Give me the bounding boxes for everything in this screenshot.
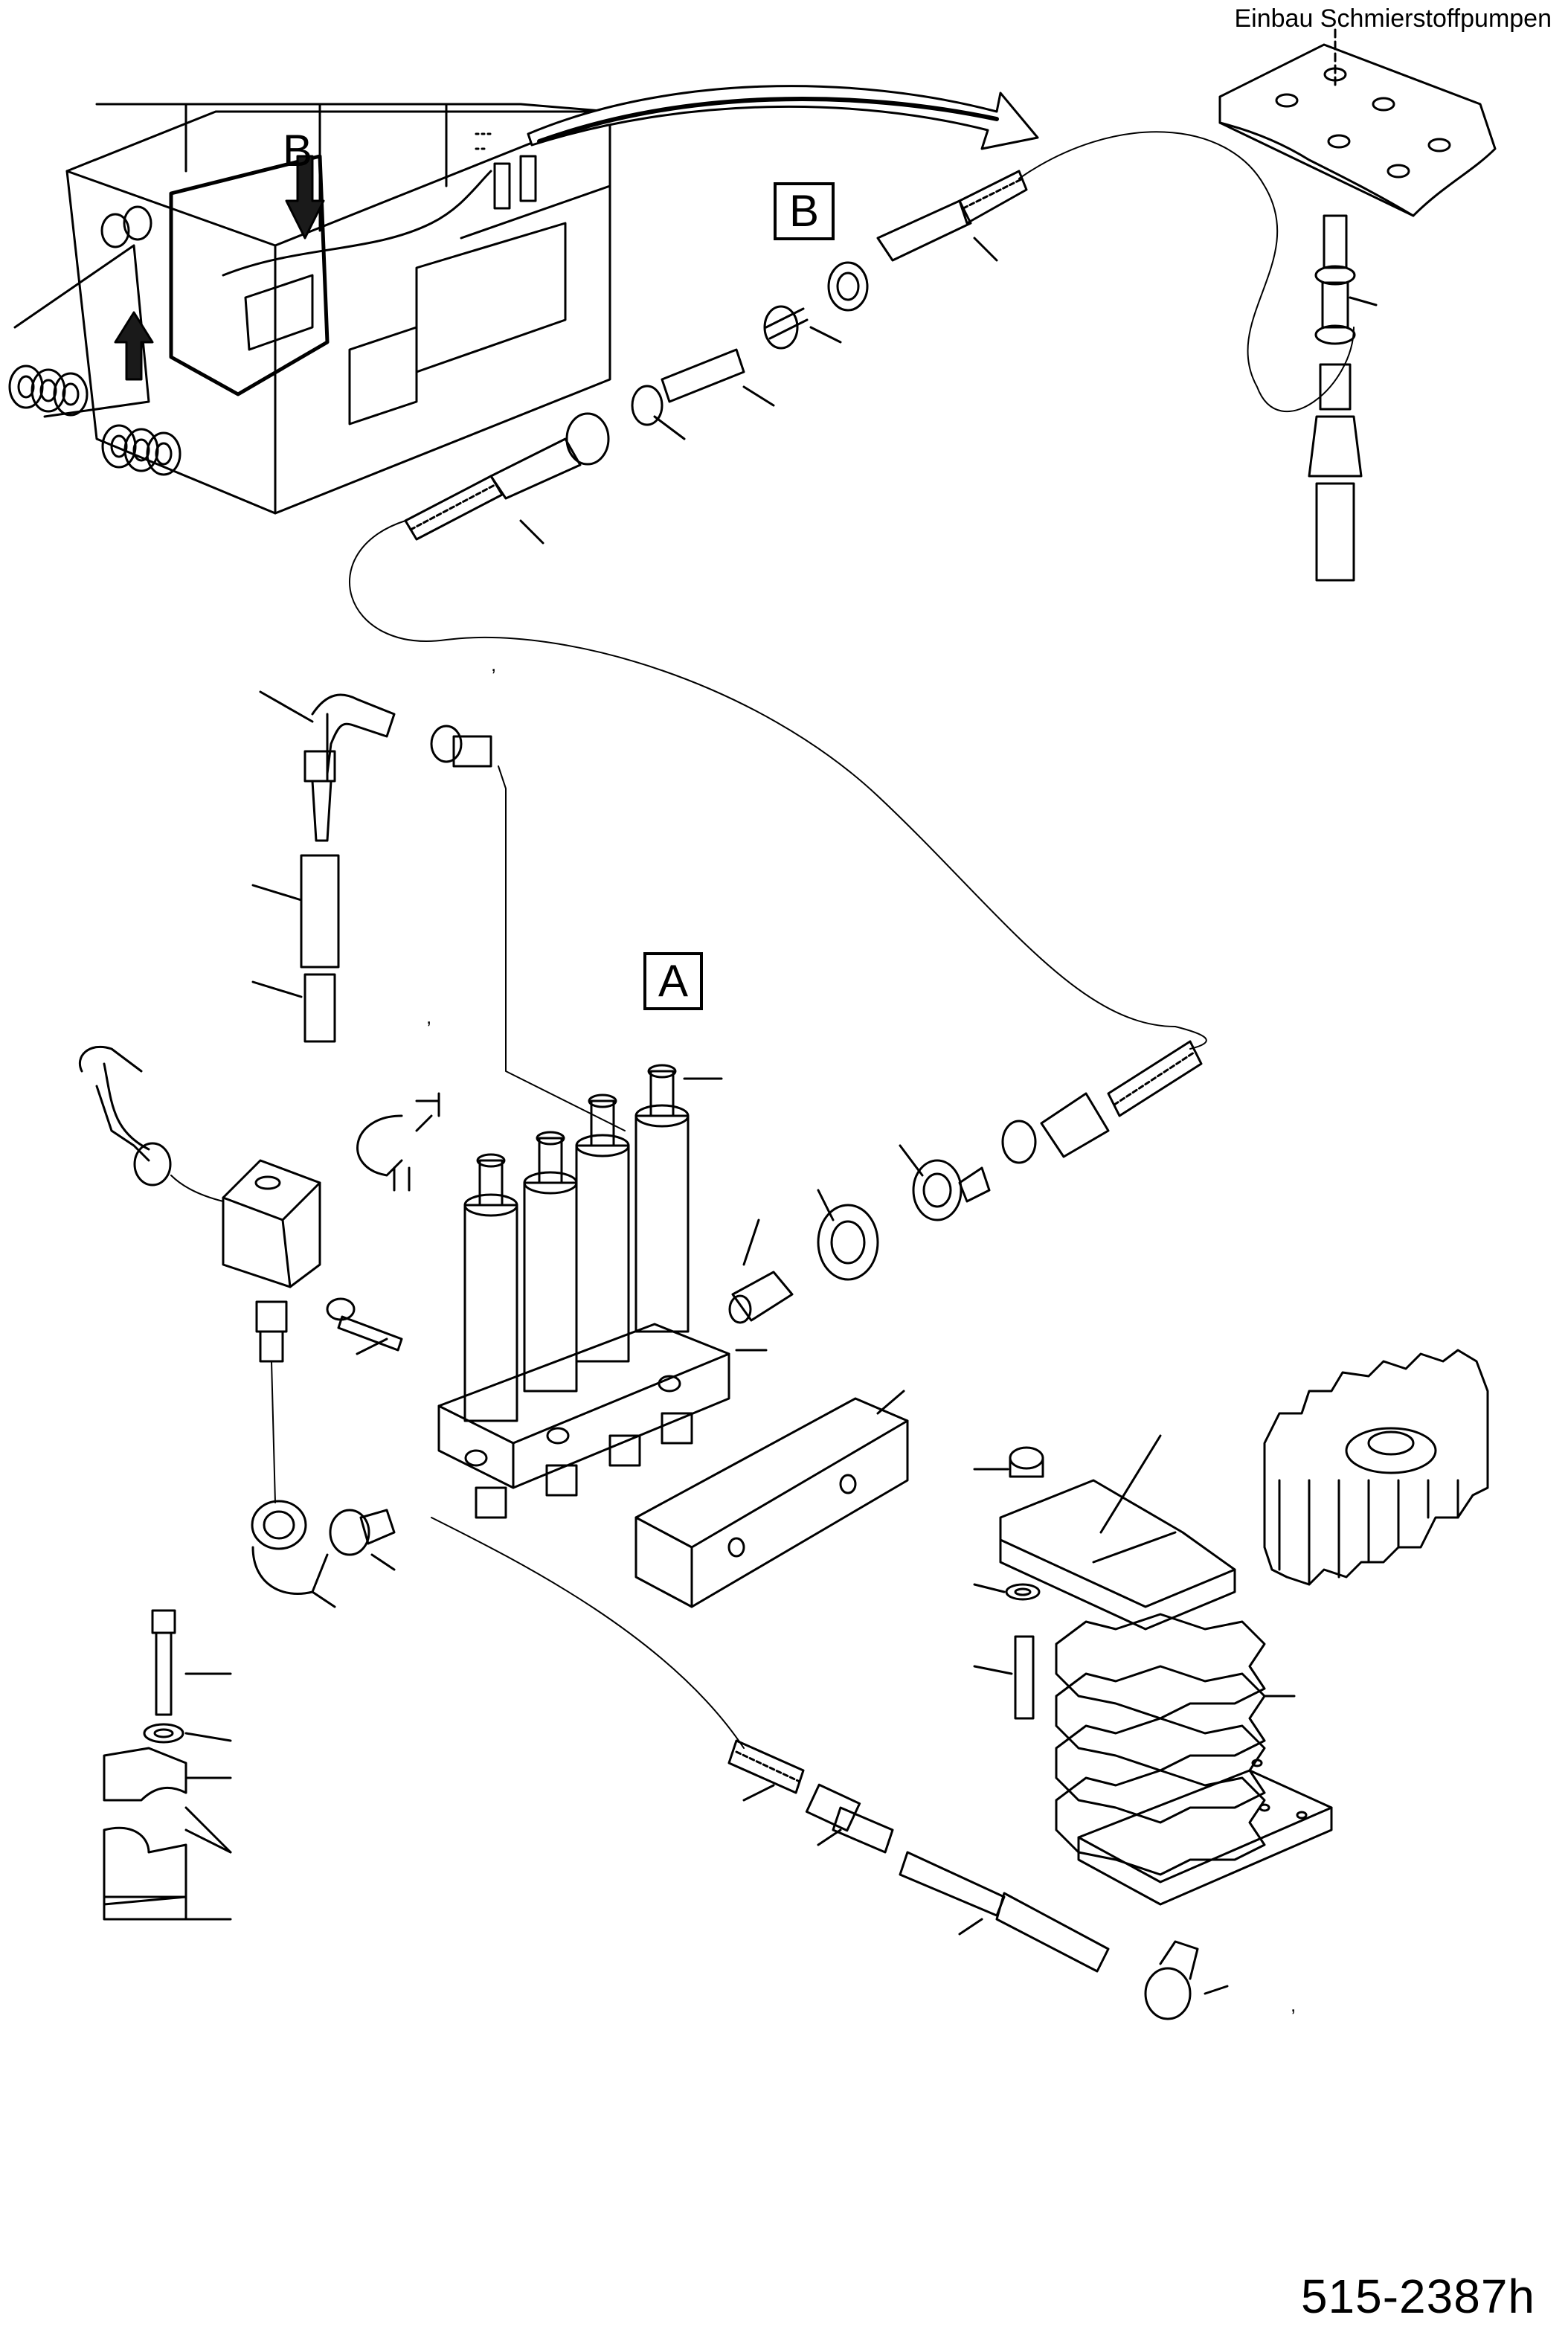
solenoid-valve-icon	[78, 1045, 321, 1503]
fitting-icon	[251, 1500, 396, 1608]
arrow-icon	[527, 85, 1039, 150]
detail-b-label: B	[774, 182, 835, 240]
comma-mark: ,	[491, 653, 497, 675]
fitting-icon	[489, 199, 972, 500]
sprocket-stack-icon	[973, 1434, 1333, 1906]
hose-icon	[404, 170, 1028, 541]
washer-icon	[1005, 1583, 1041, 1601]
washer-icon	[143, 1723, 184, 1744]
comma-mark: ,	[1291, 1994, 1297, 2016]
pump-block-icon	[326, 1064, 768, 1519]
pump-mounting-detail	[1018, 28, 1497, 582]
machine-overview	[8, 103, 611, 515]
arrow-icon	[114, 311, 154, 381]
fitting-icon	[728, 1040, 1203, 1324]
hose-icon	[1107, 1040, 1203, 1117]
document-number: 515-2387h	[1300, 2270, 1535, 2323]
mounting-bar	[634, 1390, 909, 1608]
wheel-set-left	[8, 205, 181, 476]
bolt-icon	[326, 1297, 403, 1352]
bolt-icon	[151, 1609, 176, 1716]
detail-b-assembly	[404, 170, 1028, 545]
drawing-title: Einbau Schmierstoffpumpen	[1234, 4, 1552, 33]
detail-a-label: A	[643, 952, 703, 1010]
nut-icon	[1009, 1446, 1044, 1478]
clamp-icon	[103, 1609, 232, 1921]
comma-mark: ,	[426, 1006, 432, 1028]
pipe-fittings-group	[251, 690, 626, 1131]
view-flag-b: B	[283, 126, 313, 176]
fitting-icon	[1308, 214, 1363, 582]
pump-cylinders	[463, 1064, 690, 1422]
hose-icon	[431, 1517, 1229, 2020]
gear-icon	[1263, 1349, 1489, 1586]
arrow-icon	[285, 155, 325, 240]
